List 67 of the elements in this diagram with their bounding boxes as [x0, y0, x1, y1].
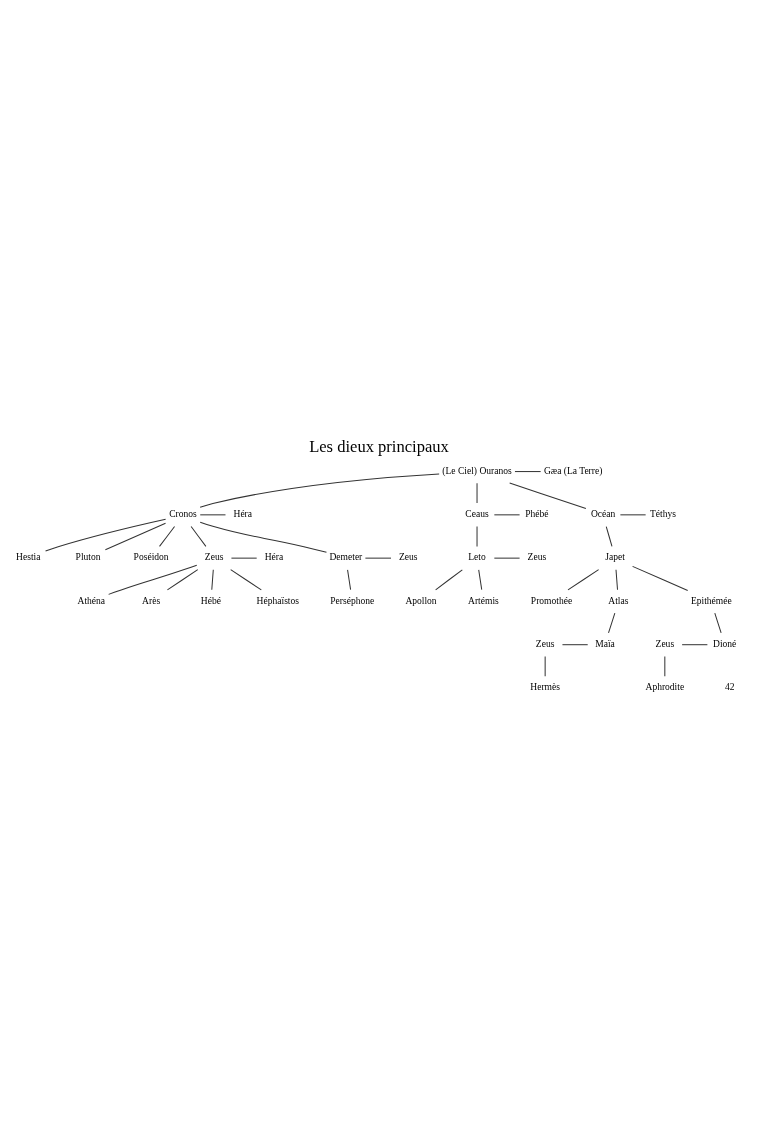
node-text: Aphrodite: [645, 680, 685, 692]
node-text: Océan: [590, 507, 616, 519]
label: 42: [724, 680, 735, 692]
connector: [45, 518, 167, 551]
node-text: Atlas: [608, 594, 629, 606]
connector: [493, 513, 521, 515]
connector: [199, 513, 226, 515]
connector: [544, 655, 546, 677]
node-text: Dioné: [713, 637, 737, 649]
node-text: Epithémée: [690, 594, 732, 606]
node-text: Perséphone: [330, 594, 375, 606]
node-text: Héra: [233, 507, 253, 519]
node-text: Cronos: [169, 507, 197, 519]
connector: [364, 557, 392, 559]
node-text: Demeter: [329, 550, 363, 562]
connector: [199, 472, 440, 508]
node-text: Poséidon: [133, 550, 169, 562]
node-text: Zeus: [535, 637, 555, 649]
connector: [230, 557, 258, 559]
node-text: Apollon: [405, 594, 437, 606]
connector: [347, 568, 352, 590]
connector: [714, 612, 722, 633]
connector: [230, 568, 262, 590]
node-text: Pluton: [75, 550, 101, 562]
node-text: Athéna: [77, 594, 106, 606]
node-text: Hermès: [530, 680, 560, 692]
connector: [509, 482, 587, 509]
connector: [104, 522, 167, 550]
node-text: Artémis: [468, 594, 499, 606]
diagram-title: Les dieux principaux: [309, 436, 449, 456]
node-text: Ceaus: [465, 507, 489, 519]
connector: [615, 568, 618, 590]
connector: [190, 525, 207, 547]
connector: [664, 655, 666, 677]
connector: [619, 513, 647, 515]
node-text: Zeus: [655, 637, 675, 649]
connector: [211, 568, 214, 590]
node-text: (Le Ciel) Ouranos: [442, 464, 512, 476]
connector: [605, 525, 613, 547]
node-text: Zeus: [527, 550, 547, 562]
node-text: Japet: [605, 550, 625, 562]
node-text: Arès: [142, 594, 161, 606]
node-text: Hestia: [16, 550, 41, 562]
connector: [166, 568, 199, 590]
node-text: Téthys: [649, 507, 676, 519]
connector: [567, 568, 600, 590]
connector: [514, 470, 542, 472]
node-text: Hébé: [200, 594, 222, 606]
node-text: Gæa (La Terre): [543, 464, 603, 476]
node-text: Zeus: [399, 550, 418, 562]
node-text: Leto: [468, 550, 486, 562]
connector: [561, 643, 589, 645]
node-text: Maïa: [595, 637, 615, 649]
connector: [108, 564, 198, 595]
connector: [199, 521, 327, 553]
connector: [435, 568, 463, 590]
connector: [493, 557, 521, 559]
connector: [681, 643, 708, 645]
connector: [632, 565, 689, 591]
node-text: Héra: [264, 550, 284, 562]
node-text: Phébé: [525, 507, 549, 519]
node-text: Promothée: [530, 594, 573, 606]
node-text: Héphaïstos: [256, 594, 299, 606]
node-text: Zeus: [204, 550, 224, 562]
connector: [159, 525, 176, 547]
connector: [478, 568, 483, 590]
connector: [608, 612, 616, 633]
